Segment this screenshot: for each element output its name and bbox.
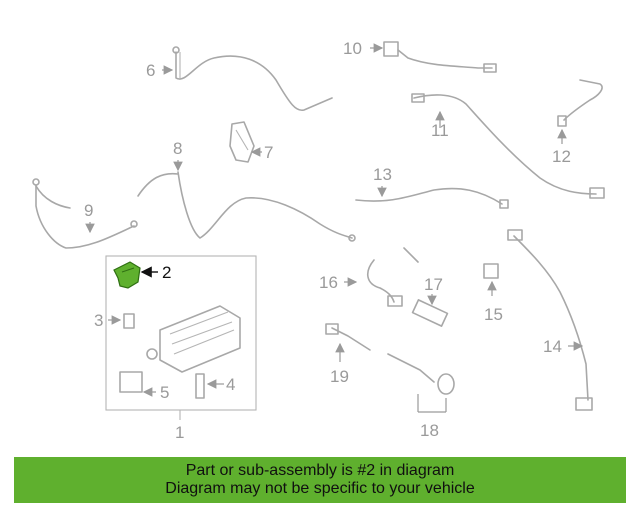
- part-5-valve: [119, 371, 156, 397]
- part-10-sensor: [370, 41, 497, 73]
- part-4-bolt: [195, 373, 224, 399]
- exploded-parts-diagram: 6 10 7 11 12 8 9 13 16 17 15 14 19 18 2 …: [32, 39, 605, 442]
- callout-3: 3: [94, 311, 103, 330]
- part-15-sensor: [483, 263, 499, 296]
- part-6-hose: [162, 46, 333, 112]
- callout-18: 18: [420, 421, 439, 440]
- callout-13: 13: [373, 165, 392, 184]
- part-3-bolt: [108, 313, 135, 329]
- part-14-wire: [507, 229, 593, 411]
- callout-10: 10: [343, 39, 362, 58]
- info-banner: Part or sub-assembly is #2 in diagram Di…: [14, 457, 626, 503]
- callout-19: 19: [330, 367, 349, 386]
- part-8-hose: [137, 160, 356, 242]
- callout-14: 14: [543, 337, 562, 356]
- part-18-fitting: [387, 353, 455, 413]
- callout-12: 12: [552, 147, 571, 166]
- callout-1: 1: [175, 423, 184, 442]
- part-7-bracket: [229, 121, 262, 163]
- callout-5: 5: [160, 383, 169, 402]
- callout-15: 15: [484, 305, 503, 324]
- banner-line-1: Part or sub-assembly is #2 in diagram: [185, 462, 455, 479]
- part-16-tube: [344, 247, 419, 307]
- part-9-hose: [32, 178, 138, 249]
- callout-9: 9: [84, 201, 93, 220]
- part-13-sensor-wire: [355, 186, 509, 209]
- callout-4: 4: [226, 375, 235, 394]
- part-19-bolt: [325, 323, 371, 362]
- callout-17: 17: [424, 275, 443, 294]
- callout-7: 7: [264, 143, 273, 162]
- callout-11: 11: [431, 121, 449, 140]
- part-1-assembly-box: [105, 255, 257, 420]
- part-12-sensor: [557, 79, 603, 144]
- part-17-valve: [411, 294, 449, 327]
- callout-6: 6: [146, 61, 155, 80]
- callout-16: 16: [319, 273, 338, 292]
- part-11-sensor-wire: [411, 93, 605, 199]
- callout-8: 8: [173, 139, 182, 158]
- callout-2: 2: [162, 263, 171, 282]
- part-2-highlighted-bracket: [113, 261, 158, 289]
- banner-line-2: Diagram may not be specific to your vehi…: [165, 480, 475, 497]
